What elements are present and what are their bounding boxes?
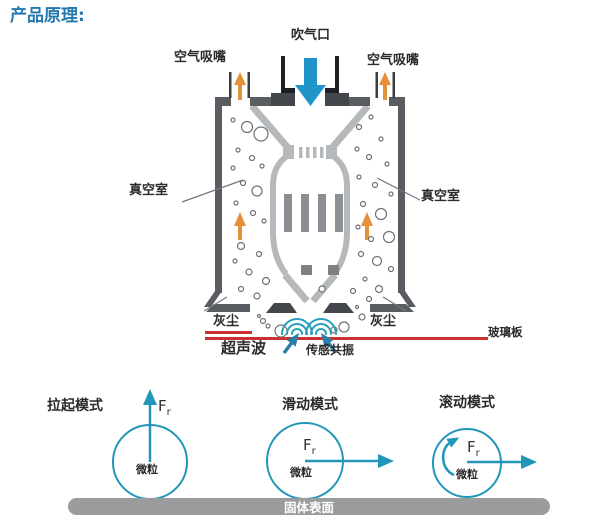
particle-label-slide: 微粒 (290, 466, 312, 479)
force-label-slide: Fr (303, 437, 316, 457)
mode-title-slide: 滑动模式 (282, 397, 338, 413)
force-main: F (158, 397, 167, 415)
force-main: F (467, 438, 476, 456)
leader-lines (181, 177, 421, 312)
suction-arrow-icons (234, 72, 391, 240)
dust-particles (230, 114, 396, 338)
vacuum-right-label: 真空室 (421, 189, 461, 204)
suction-nozzle-tubes (229, 72, 395, 98)
rotation-arrow-icon (441, 437, 460, 477)
solid-surface-bar: 固体表面 (68, 498, 550, 515)
particle-label-roll: 微粒 (456, 468, 478, 481)
blow-port-tube (281, 56, 339, 93)
dust-right-label: 灰尘 (370, 314, 397, 329)
blow-arrow-icon (295, 58, 326, 106)
funnel-slats (284, 194, 343, 275)
air-nozzle-left-label: 空气吸嘴 (174, 50, 227, 65)
force-arrow-icons (143, 389, 537, 477)
glass-plate-label: 玻璃板 (488, 325, 523, 339)
blow-port-label: 吹气口 (291, 28, 331, 43)
particle-label-pull: 微粒 (136, 463, 158, 476)
vacuum-chamber-walls (204, 93, 416, 313)
inner-funnel (249, 103, 371, 304)
force-sub: r (311, 446, 316, 457)
vacuum-left-label: 真空室 (129, 183, 169, 198)
mode-title-pull: 拉起模式 (47, 398, 103, 414)
force-label-roll: Fr (467, 439, 480, 459)
resonance-label: 传感共振 (306, 343, 355, 357)
ultrasonic-wave-icon (281, 318, 337, 335)
force-label-pull: Fr (158, 398, 171, 418)
dust-left-label: 灰尘 (213, 314, 240, 329)
mode-title-roll: 滚动模式 (439, 395, 495, 411)
force-main: F (303, 436, 312, 454)
page-title: 产品原理: (10, 6, 85, 26)
force-sub: r (166, 407, 171, 418)
glass-plate-line (205, 331, 488, 340)
solid-surface-label: 固体表面 (283, 500, 334, 515)
air-nozzle-right-label: 空气吸嘴 (367, 53, 420, 68)
force-sub: r (475, 448, 480, 459)
resonance-arrow-icons (282, 333, 338, 355)
ultrasonic-label: 超声波 (221, 339, 267, 357)
